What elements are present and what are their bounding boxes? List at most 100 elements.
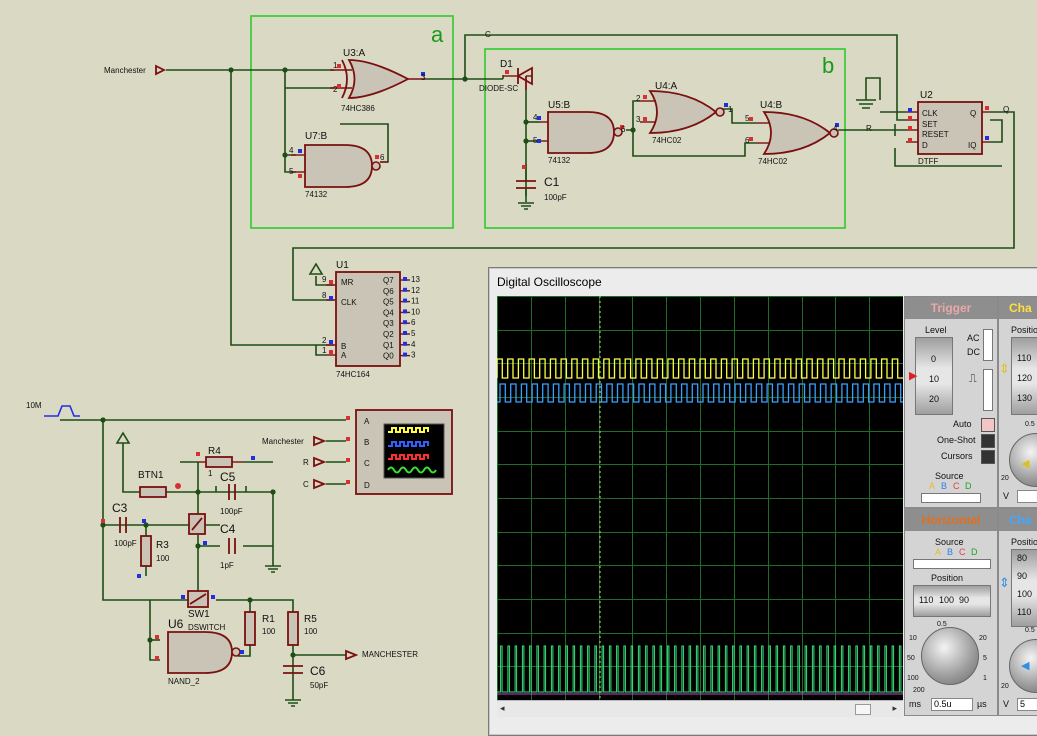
svg-text:4: 4 <box>533 113 538 122</box>
scroll-thumb[interactable] <box>855 704 871 715</box>
u4b-nor-gate[interactable]: U4:B 74HC02 5 6 4 <box>745 100 839 166</box>
btn1-push-button[interactable]: BTN1 <box>115 431 181 498</box>
u1-output-pin-name: Q7 <box>383 276 394 285</box>
u5b-ref: U5:B <box>548 100 571 111</box>
channel-a-value-field[interactable] <box>1017 490 1037 503</box>
svg-text:2: 2 <box>333 85 338 94</box>
c6-value: 50pF <box>310 681 328 690</box>
u2-d-flip-flop[interactable]: U2 CLK SET RESET D Q IQ DTFF <box>856 86 990 166</box>
svg-text:CLK: CLK <box>922 109 938 118</box>
timebase-knob[interactable] <box>921 627 979 685</box>
net-label-scope-manchester: Manchester <box>262 437 304 446</box>
timebase-value-field[interactable]: 0.5u <box>931 698 973 711</box>
u3a-xor-gate[interactable]: U3:A 74HC386 1 2 3 <box>330 48 426 113</box>
u6-nand-gate[interactable]: U6 NAND_2 <box>155 617 244 686</box>
svg-text:IQ: IQ <box>968 141 976 150</box>
channel-c-knob-marker-icon: ◀ <box>1021 660 1030 672</box>
svg-text:9: 9 <box>322 275 327 284</box>
c3-capacitor[interactable]: C3 100pF <box>101 501 146 548</box>
u6-part: NAND_2 <box>168 677 200 686</box>
channel-c-header: Cha <box>999 509 1037 531</box>
ac-dc-switch[interactable] <box>983 329 993 361</box>
trigger-source-label: Source <box>935 471 964 481</box>
c1-capacitor[interactable]: C1 100pF <box>516 164 567 210</box>
trigger-section: Trigger Level 0 10 20 ▶ AC DC ⎍ Auto One… <box>904 296 998 508</box>
svg-text:5: 5 <box>289 167 294 176</box>
svg-text:B: B <box>341 342 346 351</box>
r3-value: 100 <box>156 554 170 563</box>
u3a-ref: U3:A <box>343 48 366 59</box>
c5-value: 100pF <box>220 507 243 516</box>
channel-c-unit: V <box>1003 699 1010 709</box>
cursors-label: Cursors <box>941 451 973 461</box>
trigger-source-slider[interactable] <box>921 493 981 503</box>
svg-text:C: C <box>364 459 370 468</box>
net-label-c: C <box>485 30 491 39</box>
r1-resistor[interactable]: R1 100 <box>244 611 276 646</box>
r4-resistor[interactable]: R4 1 <box>196 446 255 478</box>
oscilloscope-symbol[interactable]: A B C D <box>346 409 453 495</box>
c5-capacitor[interactable]: C5 100pF <box>220 470 243 516</box>
net-label-r: R <box>866 124 872 133</box>
cursors-button[interactable] <box>981 450 995 464</box>
u1-pin-marker <box>403 331 407 335</box>
oscilloscope-window[interactable]: Digital Oscilloscope ◂ ▸ Trigger Level 0… <box>488 267 1037 736</box>
svg-text:MR: MR <box>341 278 354 287</box>
trace-d <box>497 645 903 693</box>
oscilloscope-title: Digital Oscilloscope <box>497 275 602 289</box>
d1-diode[interactable]: D1 DIODE-SC <box>479 59 533 93</box>
channel-a-position-drum[interactable] <box>1011 337 1037 415</box>
scroll-right-icon[interactable]: ▸ <box>892 703 897 713</box>
u7b-nand-gate[interactable]: U7:B 74132 4 5 6 <box>289 131 388 199</box>
r5-ref: R5 <box>304 614 317 625</box>
svg-text:6: 6 <box>745 136 750 145</box>
scroll-left-icon[interactable]: ◂ <box>500 703 505 713</box>
c6-capacitor[interactable]: C6 50pF <box>283 664 328 707</box>
u1-output-pin-number: 6 <box>411 318 416 327</box>
net-label-manchester-out: MANCHESTER <box>362 650 418 659</box>
one-shot-button[interactable] <box>981 434 995 448</box>
r5-resistor[interactable]: R5 100 <box>287 611 318 646</box>
channel-c-position-drum[interactable] <box>1011 549 1037 627</box>
u1-pin-marker <box>403 309 407 314</box>
auto-button[interactable] <box>981 418 995 432</box>
control-panel: Trigger Level 0 10 20 ▶ AC DC ⎍ Auto One… <box>904 296 1037 716</box>
u7b-part: 74132 <box>305 190 328 199</box>
svg-text:6: 6 <box>621 125 626 134</box>
d1-ref: D1 <box>500 59 513 70</box>
auto-label: Auto <box>953 419 972 429</box>
u4a-nor-gate[interactable]: U4:A 74HC02 2 3 1 <box>636 81 733 145</box>
u4b-part: 74HC02 <box>758 157 788 166</box>
channel-a-position-label: Positio <box>1011 325 1037 335</box>
dc-label: DC <box>967 347 980 357</box>
horizontal-source-slider[interactable] <box>913 559 991 569</box>
channel-c-value-field[interactable]: 5 <box>1017 698 1037 711</box>
r3-resistor[interactable]: R3 100 <box>137 535 170 578</box>
sw1-part: DSWITCH <box>188 623 226 632</box>
svg-text:D: D <box>364 481 370 490</box>
group-a-label: a <box>431 22 444 47</box>
horizontal-position-label: Position <box>931 573 964 583</box>
svg-text:4: 4 <box>833 124 838 133</box>
relay-switch-upper[interactable] <box>188 513 206 535</box>
c4-capacitor[interactable]: C4 1pF <box>203 522 236 570</box>
channel-c-position-label: Positio <box>1011 537 1037 547</box>
u5b-nand-gate[interactable]: U5:B 74132 4 5 6 <box>533 100 626 165</box>
trigger-level-drum[interactable] <box>915 337 953 415</box>
horizontal-position-drum[interactable] <box>913 585 991 617</box>
net-label-scope-c: C <box>303 480 309 489</box>
u1-output-pin-number: 10 <box>411 307 420 316</box>
u2-ref: U2 <box>920 90 933 101</box>
net-label-q: Q <box>1003 105 1009 114</box>
svg-text:2: 2 <box>636 94 641 103</box>
trace-a <box>496 358 903 379</box>
u2-part: DTFF <box>918 157 939 166</box>
group-b-label: b <box>822 53 834 78</box>
net-label-10m: 10M <box>26 401 42 410</box>
edge-switch[interactable] <box>983 369 993 411</box>
u1-output-pin-name: Q6 <box>383 287 394 296</box>
sw1-switch[interactable]: SW1 DSWITCH <box>181 590 226 632</box>
horizontal-scrollbar[interactable]: ◂ ▸ <box>497 700 903 717</box>
u1-output-pin-number: 3 <box>411 351 416 360</box>
